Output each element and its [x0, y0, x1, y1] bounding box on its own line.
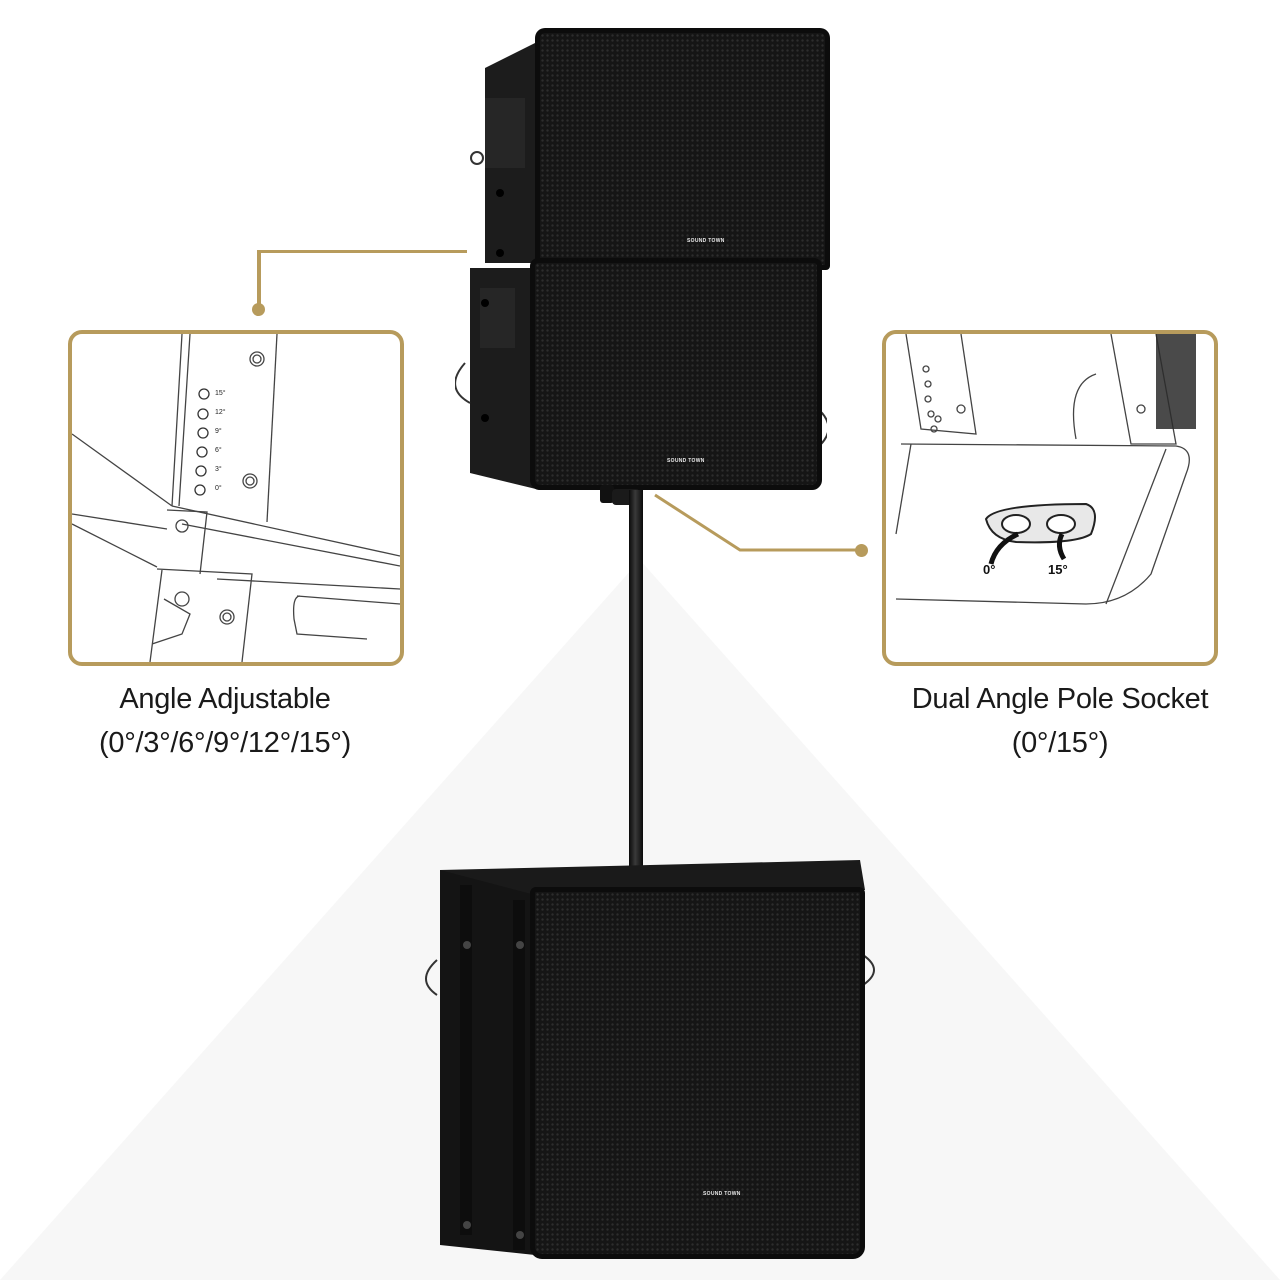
callout-connector-left — [257, 250, 467, 253]
subwoofer: SOUND TOWN — [405, 855, 875, 1265]
callout-dot-right — [855, 544, 868, 557]
angle-marks: 15° 12° 9° 6° 3° 0° — [215, 384, 226, 498]
line-array-speaker-top: SOUND TOWN — [465, 28, 830, 270]
speaker-pole — [629, 490, 643, 875]
speaker-grille — [530, 258, 822, 490]
callout-connector-left — [257, 250, 261, 306]
angle-mark: 9° — [215, 428, 222, 435]
angle-mark: 3° — [215, 466, 222, 473]
socket-label-0: 0° — [983, 562, 996, 577]
speaker-side-rigging-icon — [455, 268, 827, 490]
rigging-bracket-diagram — [72, 334, 400, 662]
brand-logo: SOUND TOWN — [703, 1191, 741, 1197]
caption-left-subtitle: (0°/3°/6°/9°/12°/15°) — [99, 727, 351, 759]
speaker-grille — [535, 28, 830, 270]
angle-mark: 0° — [215, 485, 222, 492]
pole-socket-diagram — [895, 334, 1196, 605]
angle-mark: 6° — [215, 447, 222, 454]
callout-connector-right — [654, 493, 862, 552]
angle-mark: 12° — [215, 409, 226, 416]
callout-pole-socket-image: 0° 15° — [882, 330, 1218, 666]
callout-dot-left — [252, 303, 265, 316]
caption-left-title: Angle Adjustable — [119, 683, 331, 715]
caption-right-subtitle: (0°/15°) — [1011, 727, 1109, 759]
speaker-side-rigging-icon — [470, 38, 545, 263]
caption-left: Angle Adjustable (0°/3°/6°/9°/12°/15°) — [55, 677, 395, 765]
subwoofer-grille — [530, 887, 865, 1259]
brand-logo: SOUND TOWN — [687, 238, 725, 244]
brand-logo: SOUND TOWN — [667, 458, 705, 464]
socket-label-15: 15° — [1048, 562, 1068, 577]
callout-angle-adjustable-image: 15° 12° 9° 6° 3° 0° — [68, 330, 404, 666]
caption-right: Dual Angle Pole Socket (0°/15°) — [870, 677, 1250, 765]
caption-right-title: Dual Angle Pole Socket — [911, 683, 1209, 715]
line-array-speaker-bottom: SOUND TOWN — [455, 258, 827, 490]
angle-mark: 15° — [215, 390, 226, 397]
